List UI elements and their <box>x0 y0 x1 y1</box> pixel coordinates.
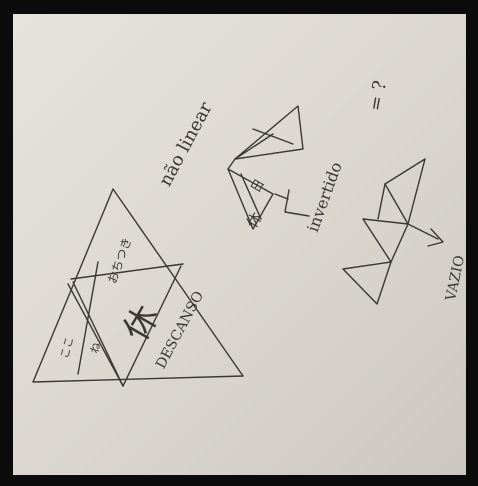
inverted-triangle-diagram <box>228 106 309 229</box>
sketch-drawing <box>13 14 466 475</box>
paper-sheet: não linear invertido = ? VAZIO = DESCANS… <box>13 14 466 475</box>
vazio-diagram <box>343 159 443 304</box>
